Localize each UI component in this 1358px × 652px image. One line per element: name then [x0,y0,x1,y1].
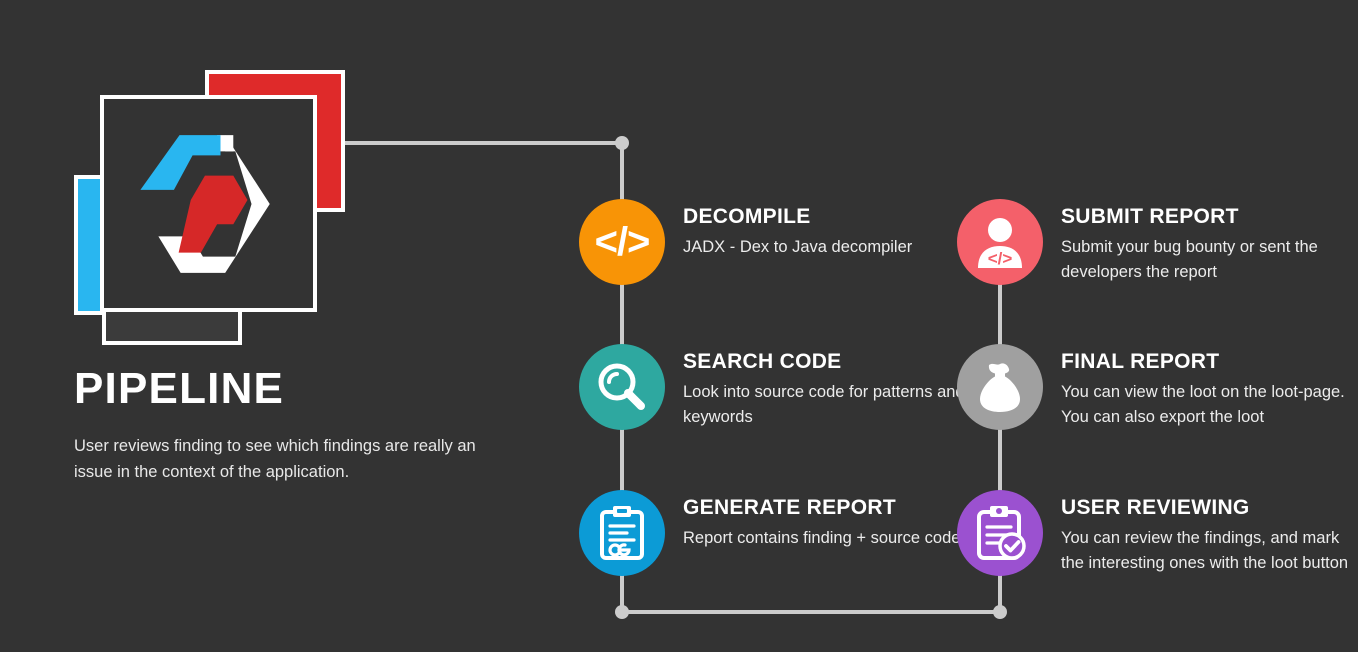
step-decompile-badge[interactable]: </> [579,199,665,285]
step-generate-report[interactable]: GENERATE REPORT Report contains finding … [579,490,983,576]
loot-bag-icon [980,363,1020,412]
step-user-reviewing[interactable]: USER REVIEWING You can review the findin… [957,490,1351,576]
step-user-reviewing-description: You can review the findings, and mark th… [1061,529,1349,572]
step-user-reviewing-badge[interactable] [957,490,1043,576]
clipboard-check-icon [977,506,1026,560]
step-search-code-text: SEARCH CODE Look into source code for pa… [683,344,983,429]
page-title: PIPELINE [74,364,285,413]
step-submit-report[interactable]: </> SUBMIT REPORT Submit your bug bounty… [957,199,1351,285]
magnifier-icon [598,363,645,410]
step-generate-report-title: GENERATE REPORT [683,496,896,519]
step-search-code-description: Look into source code for patterns and k… [683,383,965,426]
step-user-reviewing-text: USER REVIEWING You can review the findin… [1061,490,1351,575]
step-user-reviewing-title: USER REVIEWING [1061,496,1250,519]
step-final-report-title: FINAL REPORT [1061,350,1220,373]
clipboard-report-icon [600,506,644,560]
logo-card-main [100,95,317,312]
step-submit-report-title: SUBMIT REPORT [1061,205,1239,228]
step-final-report-badge[interactable] [957,344,1043,430]
step-submit-report-text: SUBMIT REPORT Submit your bug bounty or … [1061,199,1351,284]
step-generate-report-text: GENERATE REPORT Report contains finding … [683,490,983,551]
step-decompile-description: JADX - Dex to Java decompiler [683,238,913,257]
junction-dot-bottom-left [615,605,629,619]
step-search-code-badge[interactable] [579,344,665,430]
product-logo [74,70,354,345]
step-final-report[interactable]: FINAL REPORT You can view the loot on th… [957,344,1351,430]
developer-person-icon: </> [978,218,1022,268]
step-generate-report-description: Report contains finding + source code [683,529,961,548]
step-generate-report-badge[interactable] [579,490,665,576]
step-decompile-title: DECOMPILE [683,205,811,228]
step-decompile-text: DECOMPILE JADX - Dex to Java decompiler [683,199,983,260]
step-final-report-description: You can view the loot on the loot-page. … [1061,383,1345,426]
step-search-code[interactable]: SEARCH CODE Look into source code for pa… [579,344,983,430]
title-block: PIPELINE User reviews finding to see whi… [74,364,534,485]
step-submit-report-badge[interactable]: </> [957,199,1043,285]
step-search-code-title: SEARCH CODE [683,350,842,373]
code-brackets-icon: </> [594,220,651,264]
page-subtitle: User reviews finding to see which findin… [74,437,476,481]
step-decompile[interactable]: </> DECOMPILE JADX - Dex to Java decompi… [579,199,983,285]
junction-dot-top [615,136,629,150]
step-final-report-text: FINAL REPORT You can view the loot on th… [1061,344,1351,429]
junction-dot-bottom-right [993,605,1007,619]
hexagon-brackets-icon [139,134,270,273]
step-submit-report-description: Submit your bug bounty or sent the devel… [1061,238,1318,281]
svg-text:</>: </> [988,249,1013,268]
